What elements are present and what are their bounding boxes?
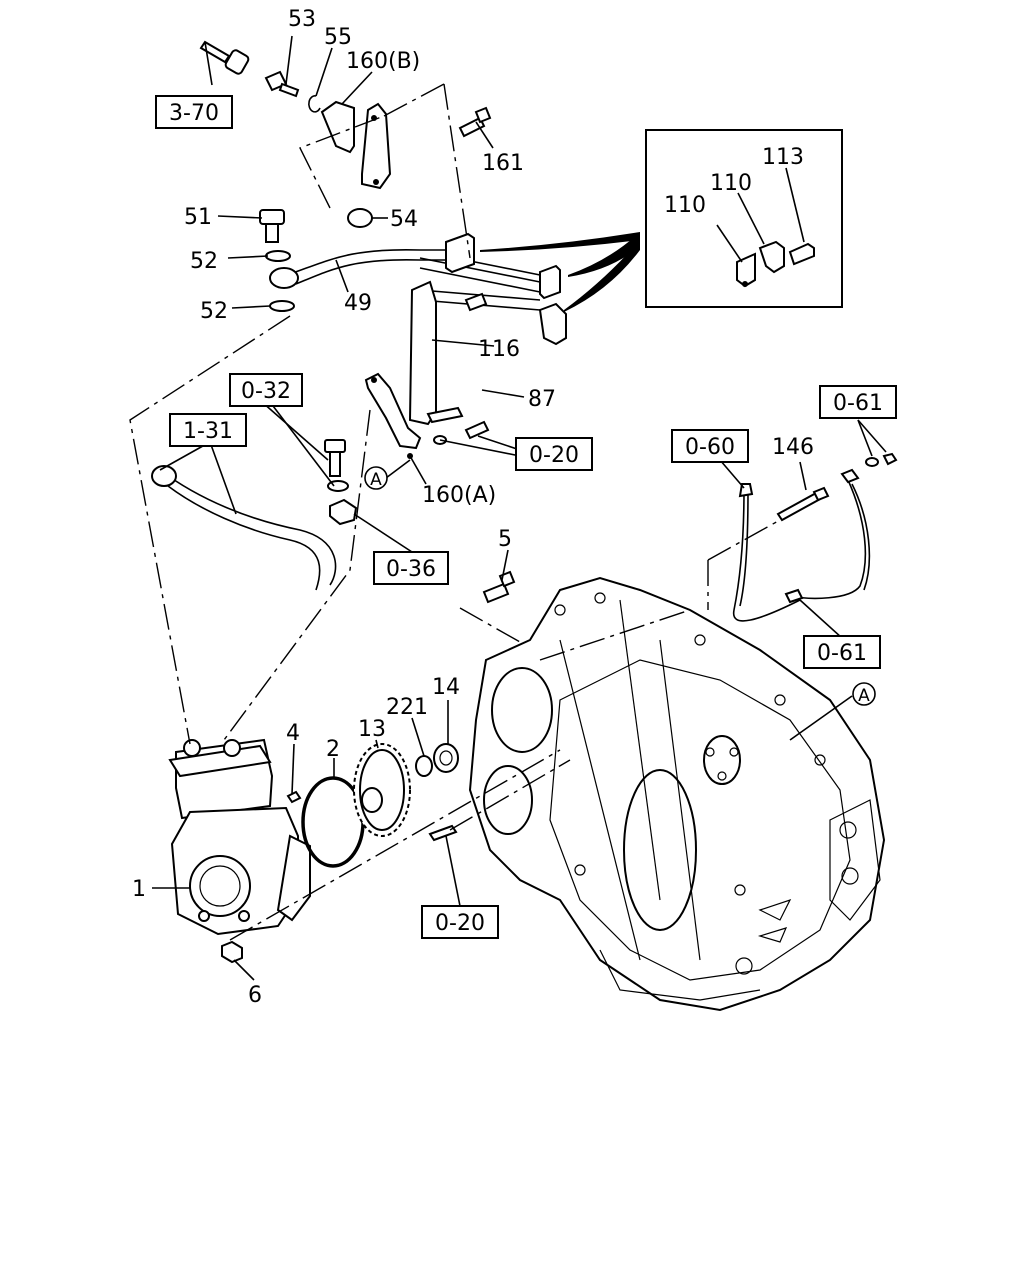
callout-labels: 53 55 160(B) 161 51 52 52 54 49 116 87 1… [132,7,814,1008]
callout-51: 51 [184,205,212,230]
callout-160a: 160(A) [422,483,496,508]
callout-52-upper: 52 [190,249,218,274]
ref-label-0-61-upper: 0-61 [833,391,883,416]
marker-a-right: A [852,682,876,706]
air-tube-assembly [151,439,358,591]
air-compressor [168,738,365,964]
ref-label-1-31: 1-31 [183,419,233,444]
callout-14: 14 [432,675,460,700]
callout-160b: 160(B) [346,49,420,74]
ref-label-0-36: 0-36 [386,557,436,582]
callout-5: 5 [498,527,512,552]
ref-box-0-20-upper[interactable]: 0-20 [515,437,593,471]
callout-4: 4 [286,721,300,746]
callout-6: 6 [248,983,262,1008]
callout-13: 13 [358,717,386,742]
callout-110-left: 110 [664,193,706,218]
marker-a-left-label: A [370,470,382,490]
leader-lines [129,35,887,981]
callout-1: 1 [132,877,146,902]
callout-110-right: 110 [710,171,752,196]
ref-box-1-31[interactable]: 1-31 [169,413,247,447]
callout-2: 2 [326,737,340,762]
callout-49: 49 [344,291,372,316]
ref-box-0-60[interactable]: 0-60 [671,429,749,463]
ref-label-0-60: 0-60 [685,435,735,460]
ref-label-0-32: 0-32 [241,379,291,404]
callout-54: 54 [390,207,418,232]
callout-52-lower: 52 [200,299,228,324]
ref-label-3-70: 3-70 [169,101,219,126]
marker-a-left: A [364,466,388,490]
clip-detail-inset [645,129,843,308]
ref-box-0-36[interactable]: 0-36 [373,551,449,585]
callout-53: 53 [288,7,316,32]
ref-box-0-20-lower[interactable]: 0-20 [421,905,499,939]
callout-146: 146 [772,435,814,460]
callout-113: 113 [762,145,804,170]
callout-55: 55 [324,25,352,50]
pipe-assembly-upper [199,40,567,459]
ref-label-0-20-lower: 0-20 [435,911,485,936]
ground-cables [732,452,898,622]
ref-box-0-32[interactable]: 0-32 [229,373,303,407]
marker-a-right-label: A [858,686,870,706]
callout-161: 161 [482,151,524,176]
flywheel-housing [468,576,886,1012]
ref-box-0-61-lower[interactable]: 0-61 [803,635,881,669]
callout-116: 116 [478,337,520,362]
ref-box-0-61-upper[interactable]: 0-61 [819,385,897,419]
callout-87: 87 [528,387,556,412]
ref-label-0-20-upper: 0-20 [529,443,579,468]
ref-box-3-70[interactable]: 3-70 [155,95,233,129]
ref-label-0-61-lower: 0-61 [817,641,867,666]
inset-leader-fan [480,232,640,312]
callout-221: 221 [386,695,428,720]
